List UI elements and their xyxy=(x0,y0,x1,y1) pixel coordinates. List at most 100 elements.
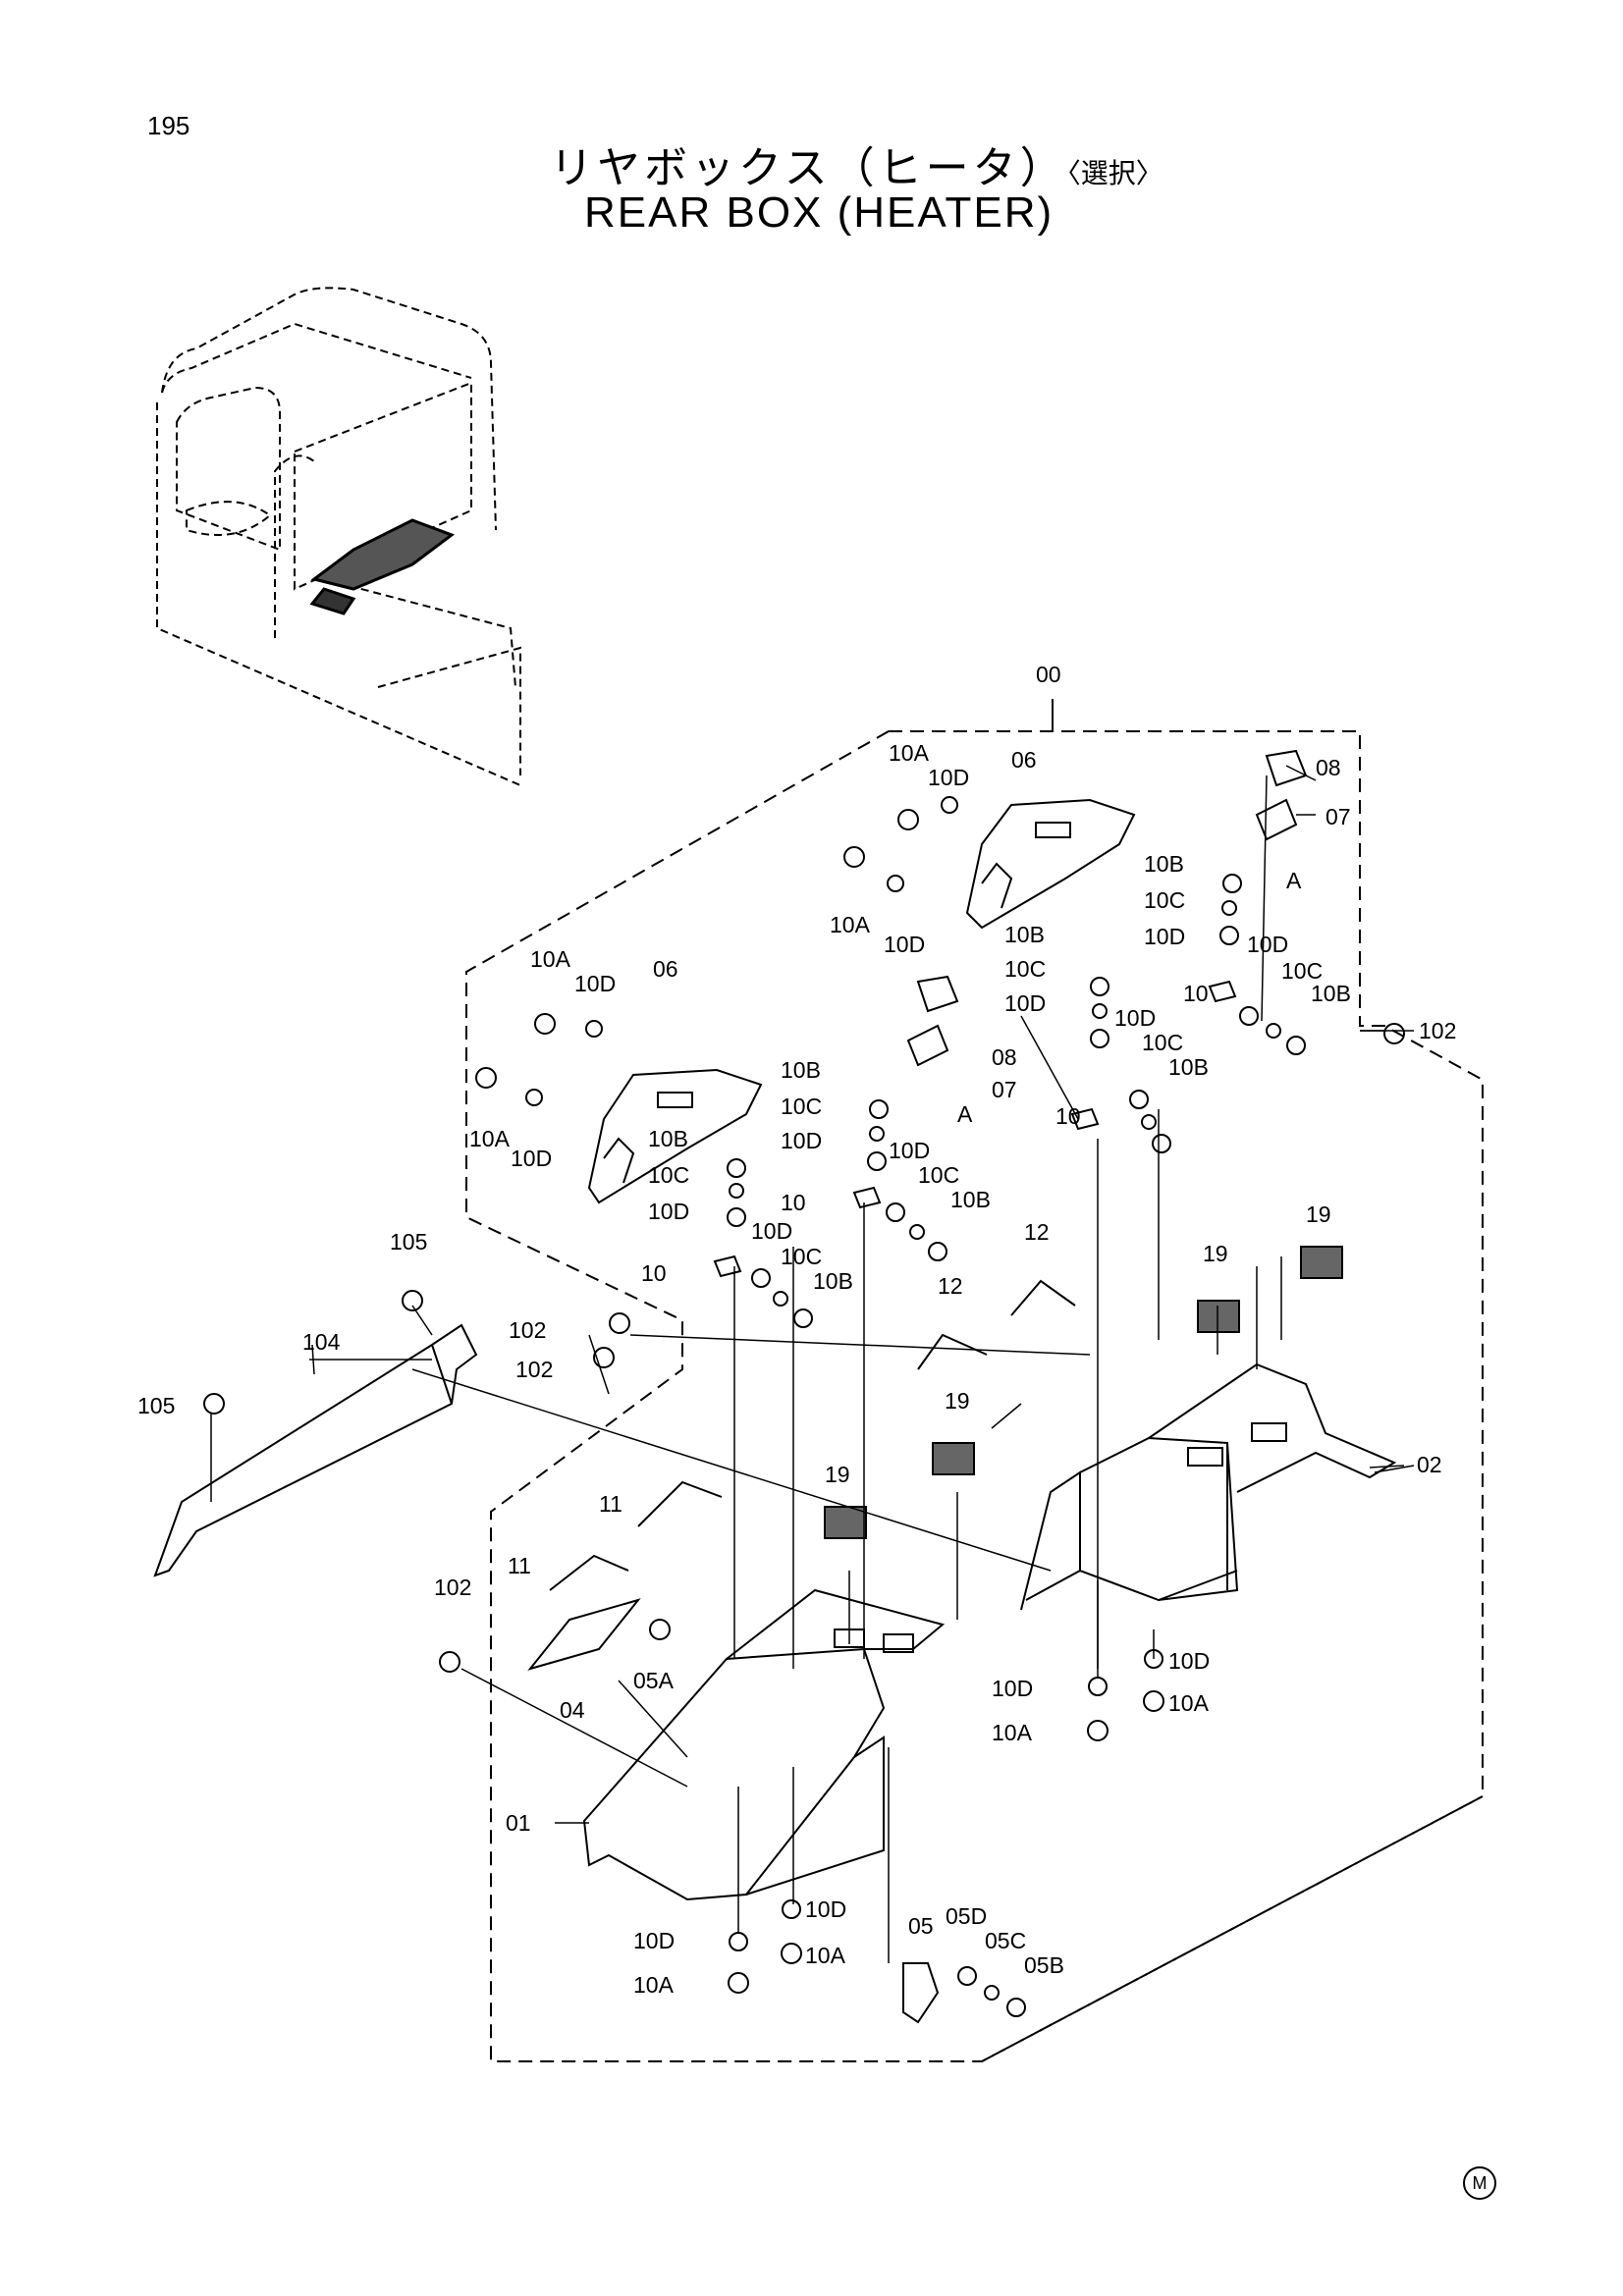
pad-12-a xyxy=(1010,1279,1076,1316)
callout-10-b: 10 xyxy=(1055,1103,1081,1129)
callout-10C-4: 10C xyxy=(1142,1030,1183,1055)
seal-19-d xyxy=(824,1506,867,1539)
callout-102-a: 102 xyxy=(1419,1018,1456,1043)
callout-10D-3: 10D xyxy=(1144,924,1185,949)
seal-19-b xyxy=(1197,1300,1240,1333)
callout-10B-5: 10B xyxy=(781,1057,821,1083)
callout-05: 05 xyxy=(908,1913,934,1939)
callout-10B-3: 10B xyxy=(1004,922,1045,947)
callout-10C-3: 10C xyxy=(1004,956,1046,982)
callout-10D-10: 10D xyxy=(889,1138,930,1163)
callout-A-lower: A xyxy=(957,1101,973,1127)
callout-12-b: 12 xyxy=(938,1273,963,1299)
title-japanese-sub: 〈選択〉 xyxy=(1066,157,1163,189)
callout-10C-2: 10C xyxy=(1281,958,1323,984)
callout-10A-1: 10A xyxy=(889,740,930,766)
callout-19-c: 19 xyxy=(945,1388,970,1414)
callout-10B-8: 10B xyxy=(813,1268,853,1294)
callout-10D-1: 10D xyxy=(928,765,969,790)
bolts xyxy=(203,809,1405,1994)
callout-10D-12: 10D xyxy=(751,1218,792,1244)
callout-10A-3: 10A xyxy=(530,946,571,972)
callout-05D: 05D xyxy=(946,1903,987,1929)
pad-11-a xyxy=(637,1480,723,1527)
callout-105-a: 105 xyxy=(390,1229,427,1255)
callout-10C-8: 10C xyxy=(781,1244,822,1269)
callout-10D-16: 10D xyxy=(633,1928,675,1953)
callout-10D-9: 10D xyxy=(781,1128,822,1153)
callout-A-upper: A xyxy=(1286,868,1302,893)
callout-102-c: 102 xyxy=(515,1357,553,1382)
callout-10B-7: 10B xyxy=(648,1126,688,1151)
callout-10D-5: 10D xyxy=(1004,990,1046,1016)
clamp-05 xyxy=(902,1962,940,2024)
bracket-10-b xyxy=(1070,1107,1100,1131)
pad-04 xyxy=(527,1598,641,1671)
callout-05B: 05B xyxy=(1024,1952,1064,1978)
callout-11-a: 11 xyxy=(599,1491,622,1517)
callout-10-c: 10 xyxy=(781,1190,806,1215)
callout-10A-8: 10A xyxy=(633,1972,675,1998)
callout-10D-8: 10D xyxy=(511,1146,552,1171)
title-english: REAR BOX (HEATER) xyxy=(584,188,1055,237)
callout-10D-14: 10D xyxy=(992,1676,1033,1701)
assembly-boundary-inner xyxy=(981,1795,1484,2062)
page-number: 195 xyxy=(147,111,190,140)
assembly-boundary-upper xyxy=(465,730,1484,2062)
callout-10D-15: 10D xyxy=(805,1896,846,1922)
callout-10A-2: 10A xyxy=(830,912,871,937)
seal-19-c xyxy=(932,1442,975,1475)
callout-10A-6: 10A xyxy=(992,1720,1033,1745)
callout-102-b: 102 xyxy=(509,1317,546,1343)
callout-19-d: 19 xyxy=(825,1462,850,1487)
clip-08-upper xyxy=(1265,749,1308,787)
callout-05C: 05C xyxy=(985,1928,1026,1953)
cover-plate-104 xyxy=(153,1323,478,1577)
bracket-10-d xyxy=(713,1255,742,1278)
clip-08-lower xyxy=(916,975,959,1013)
callout-10-a: 10 xyxy=(1183,981,1209,1006)
title-japanese-main: リヤボックス（ヒータ） xyxy=(550,143,1067,193)
clip-07-upper xyxy=(1255,798,1298,841)
clip-07-lower xyxy=(906,1024,949,1067)
callout-10B-4: 10B xyxy=(1168,1054,1209,1080)
callout-10D-7: 10D xyxy=(574,971,616,996)
rear-box-02 xyxy=(1020,1362,1397,1611)
bracket-10-a xyxy=(1208,980,1237,1003)
callout-10D-11: 10D xyxy=(648,1199,689,1224)
callout-19-a: 19 xyxy=(1306,1201,1331,1227)
washers-and-nuts xyxy=(525,796,1306,2017)
callout-10A-4: 10A xyxy=(469,1126,511,1151)
callout-10C-5: 10C xyxy=(781,1094,822,1119)
callout-labels: 00 06 08 07 A 10A 10D 10A 10D 10B 10C 10… xyxy=(137,662,1456,1998)
callout-10D-4: 10D xyxy=(1247,932,1288,957)
title-japanese: リヤボックス（ヒータ）〈選択〉 xyxy=(550,133,1163,195)
callout-10D-2: 10D xyxy=(884,932,925,957)
callout-10B-6: 10B xyxy=(950,1187,991,1212)
pad-11-b xyxy=(549,1554,629,1591)
heater-location-highlight xyxy=(309,518,456,615)
callout-10-d: 10 xyxy=(641,1260,667,1286)
callout-19-b: 19 xyxy=(1203,1241,1228,1266)
callout-04: 04 xyxy=(560,1697,585,1723)
callout-07-lower: 07 xyxy=(992,1077,1017,1102)
callout-11-b: 11 xyxy=(508,1553,531,1578)
callout-104: 104 xyxy=(302,1329,341,1355)
callout-10D-13: 10D xyxy=(1168,1648,1210,1674)
callout-07-upper: 07 xyxy=(1325,804,1351,829)
seal-19-a xyxy=(1300,1246,1343,1279)
callout-10B-2: 10B xyxy=(1311,981,1351,1006)
callout-105-b: 105 xyxy=(137,1393,175,1418)
callout-08-lower: 08 xyxy=(992,1044,1017,1070)
callout-10C-7: 10C xyxy=(648,1162,689,1188)
callout-10A-7: 10A xyxy=(805,1943,846,1968)
callout-08-upper: 08 xyxy=(1316,755,1341,780)
cab-overview-illustration xyxy=(156,287,521,786)
callout-06-lower: 06 xyxy=(653,956,678,982)
leader-lines xyxy=(210,765,1415,1963)
callout-12-a: 12 xyxy=(1024,1219,1050,1245)
callout-10D-6: 10D xyxy=(1114,1005,1156,1031)
callout-10A-5: 10A xyxy=(1168,1690,1210,1716)
bracket-10-c xyxy=(852,1186,882,1209)
